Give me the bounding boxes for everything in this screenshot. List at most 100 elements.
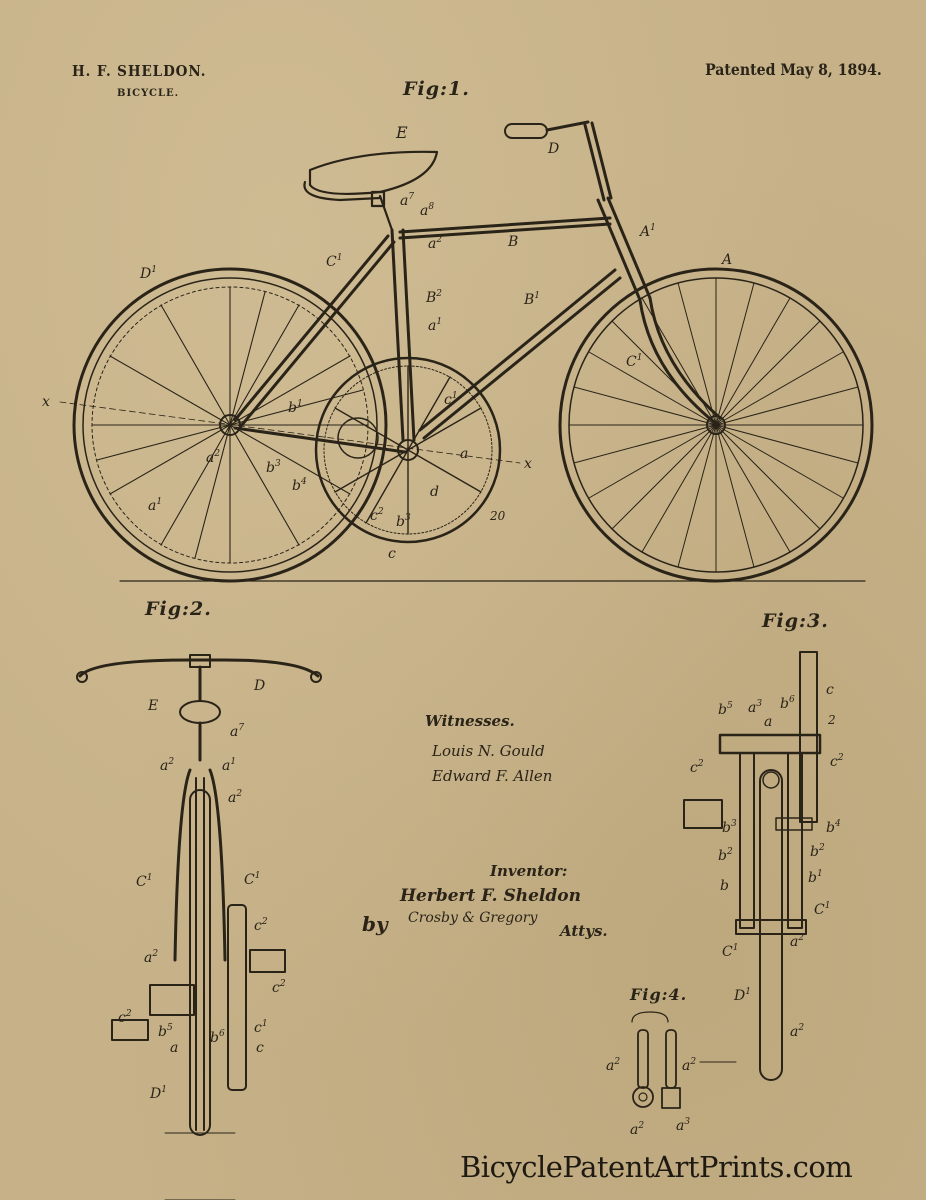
fig1-reference-labels: E D a7 a8 a2 A1 B C1 B2 B1 A D1 a1 C1 x … [42, 123, 732, 562]
svg-text:a2: a2 [606, 1057, 620, 1074]
svg-text:c2: c2 [254, 917, 268, 934]
svg-text:a2: a2 [682, 1057, 696, 1074]
svg-text:A: A [720, 252, 732, 268]
witnesses-heading: Witnesses. [425, 712, 515, 730]
svg-text:2: 2 [827, 713, 836, 727]
svg-text:a1: a1 [222, 757, 236, 774]
svg-text:E: E [147, 698, 158, 714]
invention-title: BICYCLE. [117, 88, 180, 99]
witness-signature-2: Edward F. Allen [432, 767, 553, 785]
fig2-label: Fig:2. [145, 598, 212, 620]
bicycle-frame [233, 121, 722, 454]
svg-text:c1: c1 [444, 391, 458, 408]
fig2-reference-labels: D E a7 a2 a1 a2 C1 C1 c2 a2 c2 c2 b5 a b… [118, 678, 286, 1102]
svg-text:a2: a2 [144, 949, 158, 966]
svg-text:c2: c2 [690, 759, 704, 776]
svg-text:C1: C1 [722, 943, 738, 960]
saddle [303, 150, 439, 232]
svg-text:D1: D1 [733, 987, 751, 1004]
fig1-bicycle-side-view: E D a7 a8 a2 A1 B C1 B2 B1 A D1 a1 C1 x … [42, 120, 874, 583]
svg-text:a2: a2 [630, 1121, 644, 1138]
svg-text:a2: a2 [790, 1023, 804, 1040]
svg-text:C1: C1 [814, 901, 830, 918]
svg-text:c: c [388, 546, 396, 562]
svg-text:c2: c2 [118, 1009, 132, 1026]
svg-text:c2: c2 [370, 507, 384, 524]
svg-text:a7: a7 [230, 723, 244, 740]
fig2-bicycle-front-view: D E a7 a2 a1 a2 C1 C1 c2 a2 c2 c2 b5 a b… [76, 654, 322, 1200]
svg-text:c: c [826, 682, 834, 698]
svg-text:d: d [430, 484, 439, 500]
fig4-crank-arm-detail: a2 a2 a2 a3 [606, 1011, 737, 1138]
svg-text:B: B [507, 234, 518, 250]
svg-text:a1: a1 [428, 317, 442, 334]
svg-text:b4: b4 [292, 477, 307, 494]
svg-text:c2: c2 [830, 753, 844, 770]
svg-text:A1: A1 [638, 223, 656, 240]
inventor-name: H. F. SHELDON. [72, 62, 207, 80]
svg-text:a2: a2 [790, 933, 804, 950]
svg-text:c: c [256, 1040, 264, 1056]
inventor-signature: Herbert F. Sheldon [400, 886, 581, 906]
fig3-crank-detail: c b5 a3 b6 a 2 c2 c2 b3 b4 b2 b2 b b1 C1… [683, 651, 844, 1081]
watermark-text: BicyclePatentArtPrints.com [460, 1150, 853, 1184]
axis-line [59, 401, 521, 464]
svg-text:a1: a1 [148, 497, 162, 514]
svg-text:b6: b6 [210, 1029, 225, 1046]
svg-text:b3: b3 [722, 819, 737, 836]
by-label: by [362, 912, 388, 936]
svg-text:a2: a2 [228, 789, 242, 806]
svg-text:a2: a2 [206, 449, 220, 466]
svg-text:a7: a7 [400, 192, 414, 209]
svg-text:b2: b2 [810, 843, 825, 860]
svg-text:b5: b5 [158, 1023, 173, 1040]
svg-text:b4: b4 [826, 819, 841, 836]
witness-signature-1: Louis N. Gould [432, 742, 545, 760]
fig4-reference-labels: a2 a2 a2 a3 [606, 1057, 696, 1138]
svg-text:b5: b5 [718, 701, 733, 718]
svg-text:C1: C1 [244, 871, 260, 888]
svg-text:D1: D1 [139, 265, 157, 282]
attorneys-signature: Crosby & Gregory [408, 910, 538, 926]
svg-text:b3: b3 [266, 459, 281, 476]
handlebar-grip [504, 123, 548, 139]
svg-text:C1: C1 [326, 253, 342, 270]
svg-text:a: a [460, 446, 468, 462]
svg-text:a: a [764, 714, 772, 730]
svg-text:c2: c2 [272, 979, 286, 996]
patent-date: Patented May 8, 1894. [705, 60, 882, 79]
attys-label: Attys. [560, 922, 608, 940]
fig4-label: Fig:4. [630, 985, 688, 1004]
svg-text:E: E [395, 123, 408, 142]
svg-text:B1: B1 [523, 291, 540, 308]
svg-text:c1: c1 [254, 1019, 268, 1036]
svg-text:D: D [253, 678, 265, 694]
fig3-label: Fig:3. [762, 610, 829, 632]
svg-text:b6: b6 [780, 695, 795, 712]
svg-text:b1: b1 [288, 399, 303, 416]
inventor-heading: Inventor: [490, 862, 568, 880]
svg-text:B2: B2 [425, 289, 442, 306]
svg-text:C1: C1 [626, 353, 642, 370]
svg-text:x: x [42, 394, 50, 410]
svg-text:a2: a2 [428, 235, 442, 252]
svg-text:b: b [720, 878, 729, 894]
svg-text:a2: a2 [160, 757, 174, 774]
svg-text:b2: b2 [718, 847, 733, 864]
rear-wheel [72, 267, 388, 583]
svg-text:a3: a3 [748, 699, 762, 716]
svg-text:a3: a3 [676, 1117, 690, 1134]
svg-text:b1: b1 [808, 869, 823, 886]
svg-text:x: x [524, 456, 532, 472]
svg-text:D1: D1 [149, 1085, 167, 1102]
svg-text:20: 20 [489, 509, 506, 523]
fig1-label: Fig:1. [403, 78, 470, 100]
svg-text:C1: C1 [136, 873, 152, 890]
svg-text:a8: a8 [420, 202, 434, 219]
svg-text:a: a [170, 1040, 178, 1056]
chainring [314, 356, 502, 544]
svg-text:b3: b3 [396, 513, 411, 530]
front-wheel [558, 267, 874, 583]
